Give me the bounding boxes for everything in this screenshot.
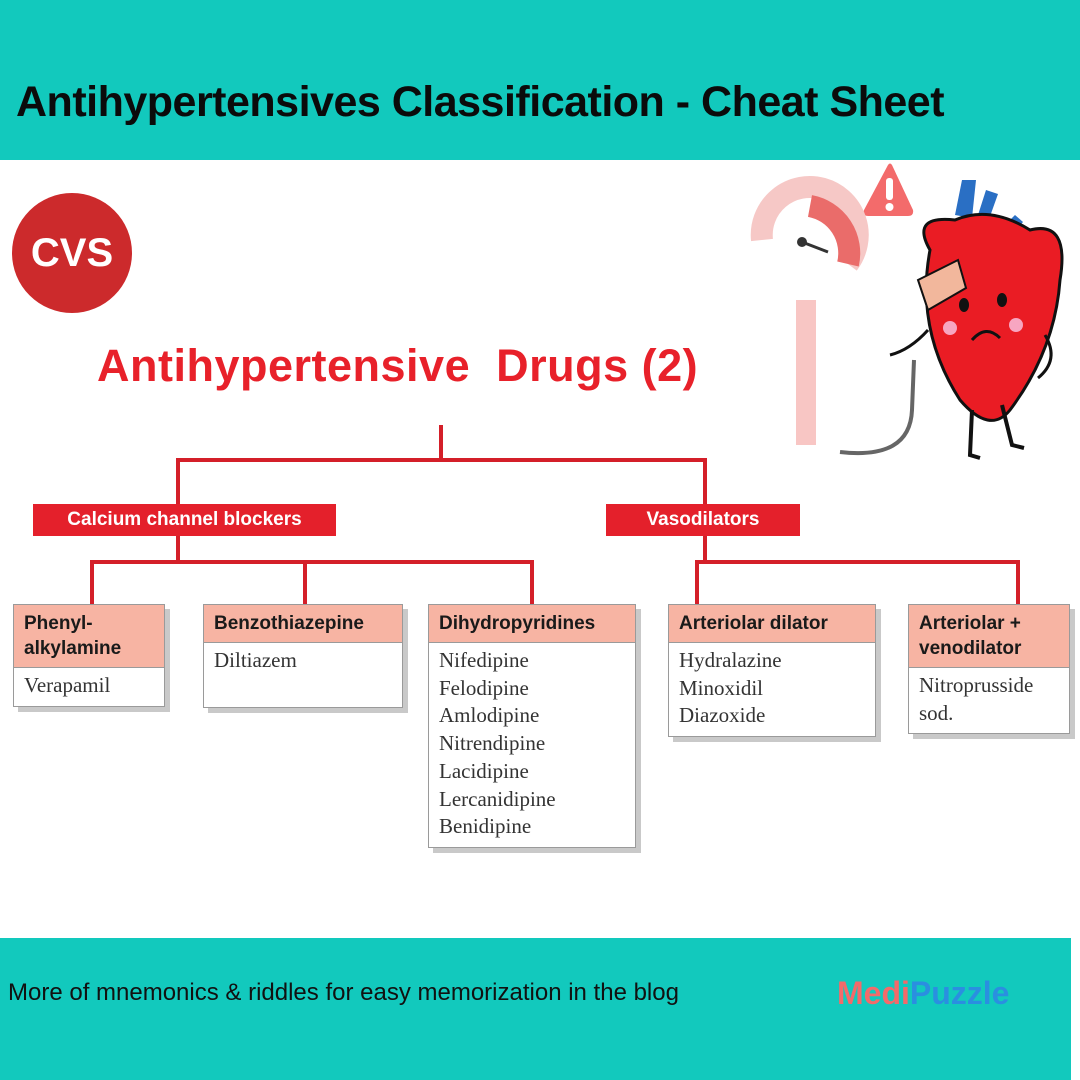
box-header: Arteriolar dilator (669, 605, 875, 643)
box-header: Arteriolar + venodilator (909, 605, 1069, 668)
box-arteriolar-dilator: Arteriolar dilator Hydralazine Minoxidil… (668, 604, 876, 738)
drug-list: Nitroprusside sod. (909, 668, 1069, 733)
box-header: Dihydropyridines (429, 605, 635, 643)
drug-item: Lercanidipine (439, 786, 556, 811)
box-dihydropyridines: Dihydropyridines Nifedipine Felodipine A… (428, 604, 636, 848)
drug-item: Felodipine (439, 675, 529, 700)
brand-part-puzzle: Puzzle (909, 975, 1010, 1011)
drug-item: Minoxidil (679, 675, 764, 700)
drug-item: Nifedipine (439, 648, 529, 672)
drug-list: Diltiazem (204, 643, 402, 681)
box-phenylalkylamine: Phenyl-alkylamine Verapamil (13, 604, 165, 707)
cvs-badge-label: CVS (30, 230, 114, 275)
sad-heart-mascot-icon (889, 180, 1064, 460)
category-calcium-channel-blockers: Calcium channel blockers (33, 504, 336, 536)
footer-text: More of mnemonics & riddles for easy mem… (8, 979, 679, 1006)
drug-list: Hydralazine Minoxidil Diazoxide (669, 643, 875, 736)
blood-pressure-gauge-icon (750, 176, 916, 455)
brand-logo[interactable]: MediPuzzle (837, 975, 1009, 1012)
page-title: Antihypertensives Classification - Cheat… (16, 78, 945, 126)
drug-item: Nitroprusside sod. (919, 673, 1034, 725)
warning-icon (863, 163, 914, 216)
drug-item: Amlodipine (439, 703, 540, 728)
drug-item: Diltiazem (214, 648, 297, 672)
box-arteriolar-venodilator: Arteriolar + venodilator Nitroprusside s… (908, 604, 1070, 735)
drug-item: Benidipine (439, 814, 532, 839)
diagram-connectors (90, 425, 1020, 606)
cvs-badge: CVS (12, 193, 132, 313)
heart-illustration (750, 163, 1064, 460)
box-benzothiazepine: Benzothiazepine Diltiazem (203, 604, 403, 708)
drug-list: Verapamil (14, 668, 164, 706)
diagram-title: Antihypertensive Drugs (2) (97, 340, 699, 391)
drug-list: Nifedipine Felodipine Amlodipine Nitrend… (429, 643, 635, 847)
drug-item: Diazoxide (679, 703, 766, 728)
drug-item: Hydralazine (679, 648, 782, 672)
drug-item: Lacidipine (439, 758, 529, 783)
category-vasodilators: Vasodilators (606, 504, 800, 536)
brand-part-medi: Medi (837, 975, 910, 1011)
box-header: Phenyl-alkylamine (14, 605, 164, 668)
header-banner (0, 0, 1080, 160)
drug-item: Nitrendipine (439, 731, 546, 756)
footer-banner (0, 938, 1071, 1080)
box-header: Benzothiazepine (204, 605, 402, 643)
drug-item: Verapamil (24, 673, 111, 697)
